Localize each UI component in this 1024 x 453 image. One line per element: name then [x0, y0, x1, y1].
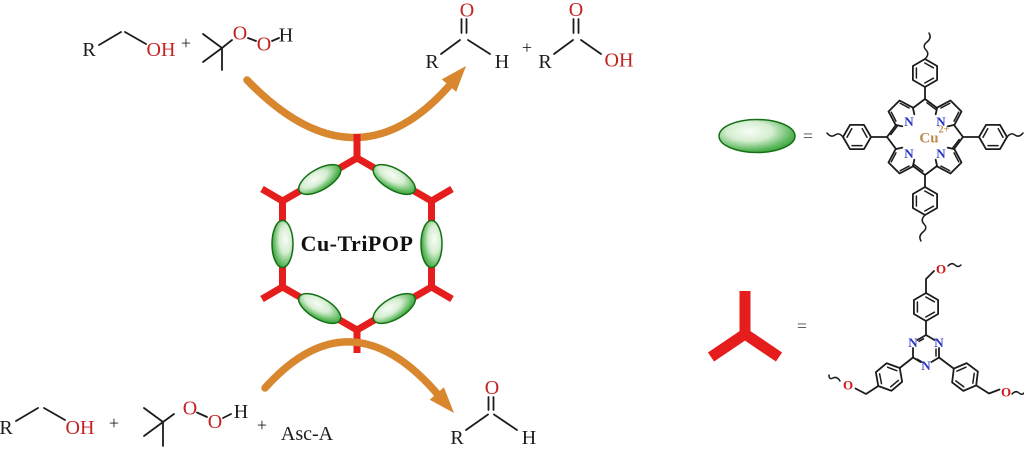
- c-o-double-bond: [487, 396, 495, 411]
- benzyl-ch2-bond: [975, 384, 1001, 395]
- carbonyl-oxygen-label: O: [460, 0, 474, 22]
- porphyrin-structure: N N N N Cu 2+: [826, 32, 1024, 242]
- wavy-bond-icon: [947, 262, 962, 268]
- nitrogen-label: N: [904, 146, 914, 161]
- nitrogen-label: N: [904, 114, 914, 129]
- wavy-bond-icon: [1011, 390, 1024, 396]
- top-reaction: R OH + O O H: [82, 23, 293, 71]
- bottom-reaction: R OH + O O H + Asc-A: [0, 398, 334, 447]
- nitrogen-label: N: [936, 146, 946, 161]
- oxygen-label: O: [183, 398, 197, 420]
- oxygen-label: O: [208, 411, 222, 433]
- catalyst-label: Cu-TriPOP: [301, 231, 414, 256]
- wavy-bond-icon: [828, 374, 841, 382]
- hydrogen-label: H: [234, 401, 248, 423]
- porphyrin-unit-icon: [718, 118, 796, 154]
- aldehyde-bonds: [465, 413, 518, 431]
- plus-sign: +: [181, 33, 191, 53]
- legend-porphyrin: = N N N N Cu 2+: [718, 32, 1024, 242]
- porphyrin-unit-icon: [297, 292, 342, 325]
- hydroxyl-label: OH: [605, 50, 634, 72]
- hydroxyl-label: OH: [147, 39, 176, 61]
- aldehyde-structure: O R H: [450, 377, 536, 449]
- c-o-double-bond: [572, 18, 580, 34]
- carbonyl-oxygen-label: O: [485, 377, 499, 399]
- plus-sign: +: [257, 415, 267, 435]
- porphyrin-unit-icon: [420, 219, 443, 269]
- oxygen-label: O: [1001, 385, 1011, 400]
- hydroxyl-label: OH: [66, 417, 95, 439]
- r-group-label: R: [538, 51, 552, 73]
- oxygen-label: O: [843, 378, 853, 393]
- copper-charge-label: 2+: [939, 125, 950, 136]
- carboxylic-acid-structure: O R OH: [538, 0, 633, 73]
- porphyrin-unit-icon: [297, 163, 342, 196]
- triazine-node-icon: [707, 291, 783, 362]
- plus-sign: +: [109, 413, 119, 433]
- hydrogen-label: H: [279, 25, 293, 47]
- nitrogen-label: N: [908, 335, 918, 350]
- legend-triazine: = N N N O O O: [707, 262, 1024, 400]
- plus-sign: +: [522, 38, 532, 58]
- c-o-double-bond: [460, 18, 468, 34]
- wavy-bond-icon: [1006, 132, 1024, 138]
- catalyst-hexagon-framework: Cu-TriPOP: [260, 134, 454, 353]
- porphyrin-unit-icon: [271, 219, 294, 269]
- porphyrin-unit-icon: [372, 163, 417, 196]
- hydrogen-label: H: [522, 427, 536, 449]
- benzyl-ch2-bond: [854, 385, 880, 395]
- wavy-bond-icon: [919, 214, 927, 242]
- nitrogen-label: N: [934, 335, 944, 350]
- ring-phenyl-bond: [898, 356, 914, 369]
- triazine-structure: N N N O O O: [828, 262, 1024, 400]
- copper-label: Cu: [919, 131, 938, 147]
- alcohol-structure: R OH: [82, 31, 176, 61]
- porphyrin-unit-icons: [271, 163, 443, 325]
- oxygen-label: O: [257, 34, 271, 56]
- equals-sign: =: [797, 316, 807, 336]
- meso-bonds: [870, 86, 980, 188]
- tbhp-structure: O O H: [143, 398, 248, 447]
- additive-label: Asc-A: [281, 423, 334, 445]
- equals-sign: =: [803, 126, 813, 146]
- nitrogen-label: N: [936, 114, 946, 129]
- alcohol-structure: R OH: [0, 407, 95, 439]
- tbutyl-bonds: [143, 407, 175, 447]
- ring-phenyl-bond: [938, 356, 955, 370]
- r-group-label: R: [82, 39, 96, 61]
- triazine-double-bonds: [916, 338, 937, 364]
- o-o-bond: [247, 37, 257, 42]
- r-group-label: R: [425, 51, 439, 73]
- hydrogen-label: H: [495, 51, 509, 73]
- wavy-bond-icon: [923, 32, 931, 60]
- o-h-bond: [222, 413, 232, 419]
- wavy-bond-icon: [826, 132, 844, 138]
- tbhp-structure: O O H: [202, 23, 293, 71]
- o-h-bond: [271, 37, 280, 42]
- bottom-product: O R H: [450, 377, 536, 449]
- top-products: O R H + O R OH: [425, 0, 633, 73]
- tbutyl-bonds: [202, 33, 233, 71]
- meso-double-bond-hatches: [890, 102, 960, 172]
- carbonyl-oxygen-label: O: [569, 0, 583, 21]
- porphyrin-unit-icon: [372, 292, 417, 325]
- r-group-label: R: [0, 417, 13, 439]
- aldehyde-bonds: [440, 39, 491, 55]
- ch2-bonds: [15, 407, 66, 422]
- ch2-bonds: [98, 31, 147, 46]
- acid-bonds: [553, 39, 602, 55]
- o-o-bond: [196, 411, 208, 418]
- top-curved-arrow-icon: [243, 66, 466, 142]
- nitrogen-label: N: [921, 358, 931, 373]
- r-group-label: R: [450, 427, 464, 449]
- aldehyde-structure: O R H: [425, 0, 509, 73]
- oxygen-label: O: [233, 23, 247, 45]
- benzyl-ch2-bond: [925, 270, 935, 294]
- oxygen-label: O: [936, 262, 946, 277]
- triazine-ring-bonds: [912, 334, 940, 363]
- bottom-curved-arrow-icon: [261, 338, 454, 413]
